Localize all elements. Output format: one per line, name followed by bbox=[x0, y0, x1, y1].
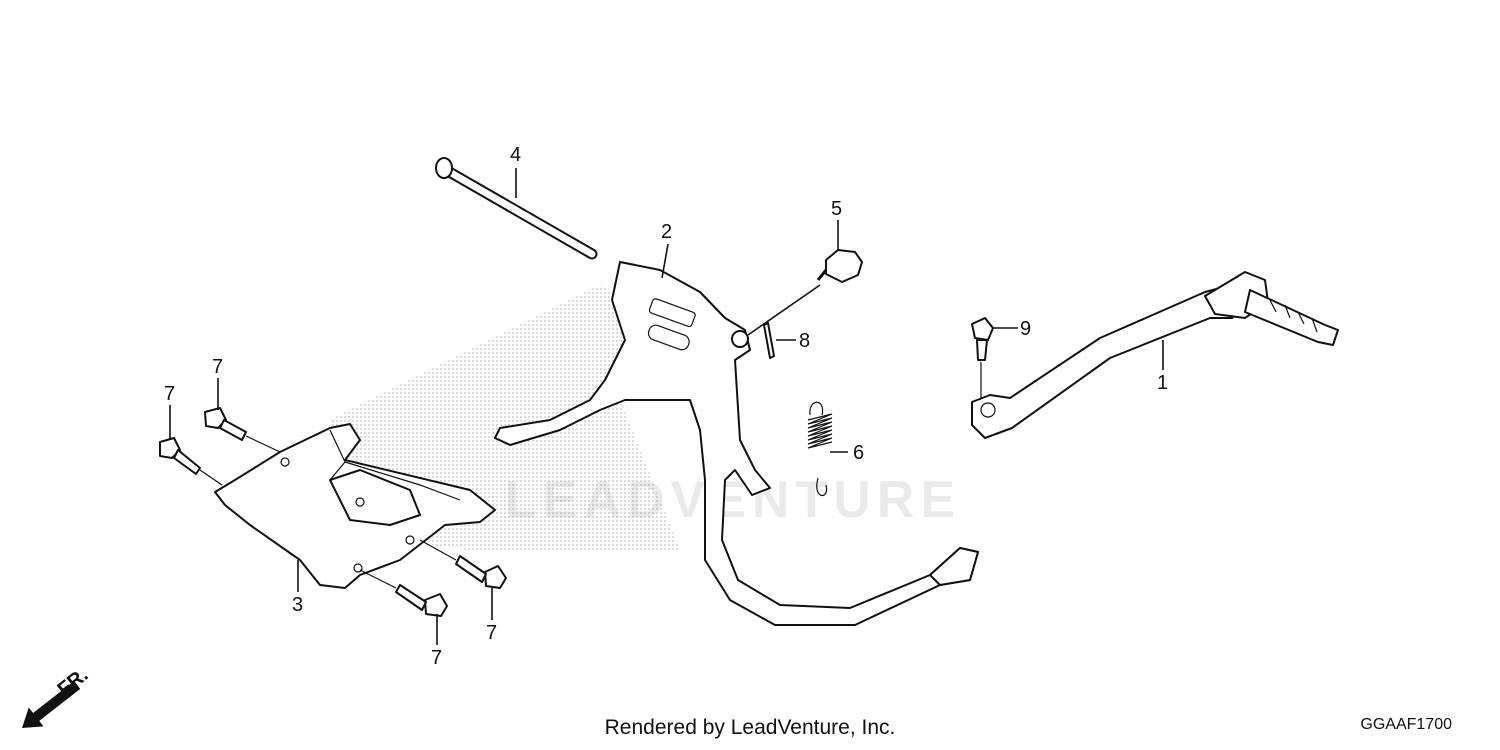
part-7-bolt[interactable] bbox=[419, 539, 507, 589]
part-7-bolt[interactable] bbox=[359, 569, 448, 617]
part-7-bolt[interactable] bbox=[204, 407, 281, 453]
front-direction-arrow-icon bbox=[22, 680, 81, 728]
callout-7: 7 bbox=[164, 383, 175, 405]
part-3-skid-plate[interactable] bbox=[214, 423, 496, 589]
callout-9: 9 bbox=[1020, 318, 1031, 340]
diagram-code: GGAAF1700 bbox=[1360, 716, 1452, 733]
callout-2: 2 bbox=[661, 221, 672, 243]
callout-5: 5 bbox=[831, 198, 842, 220]
part-4-pivot-shaft[interactable] bbox=[435, 157, 598, 260]
callout-7: 7 bbox=[212, 356, 223, 378]
part-7-bolt[interactable] bbox=[159, 437, 223, 486]
leader-2 bbox=[661, 243, 669, 279]
callout-8: 8 bbox=[799, 330, 810, 352]
part-2-main-stand[interactable] bbox=[494, 261, 979, 626]
callout-7: 7 bbox=[486, 622, 497, 644]
callout-7: 7 bbox=[431, 647, 442, 669]
callout-4: 4 bbox=[510, 144, 521, 166]
callout-3: 3 bbox=[292, 594, 303, 616]
part-1-kick-starter-arm[interactable] bbox=[971, 271, 1339, 439]
leader-5b bbox=[747, 284, 821, 336]
part-8-cotter-pin[interactable] bbox=[763, 322, 775, 359]
part-6-spring[interactable] bbox=[807, 401, 833, 496]
footer-credit: Rendered by LeadVenture, Inc. bbox=[604, 716, 896, 739]
callout-6: 6 bbox=[853, 442, 864, 464]
part-5-stopper-rubber[interactable] bbox=[816, 249, 863, 283]
part-9-bolt[interactable] bbox=[971, 317, 994, 398]
callout-1: 1 bbox=[1157, 372, 1168, 394]
